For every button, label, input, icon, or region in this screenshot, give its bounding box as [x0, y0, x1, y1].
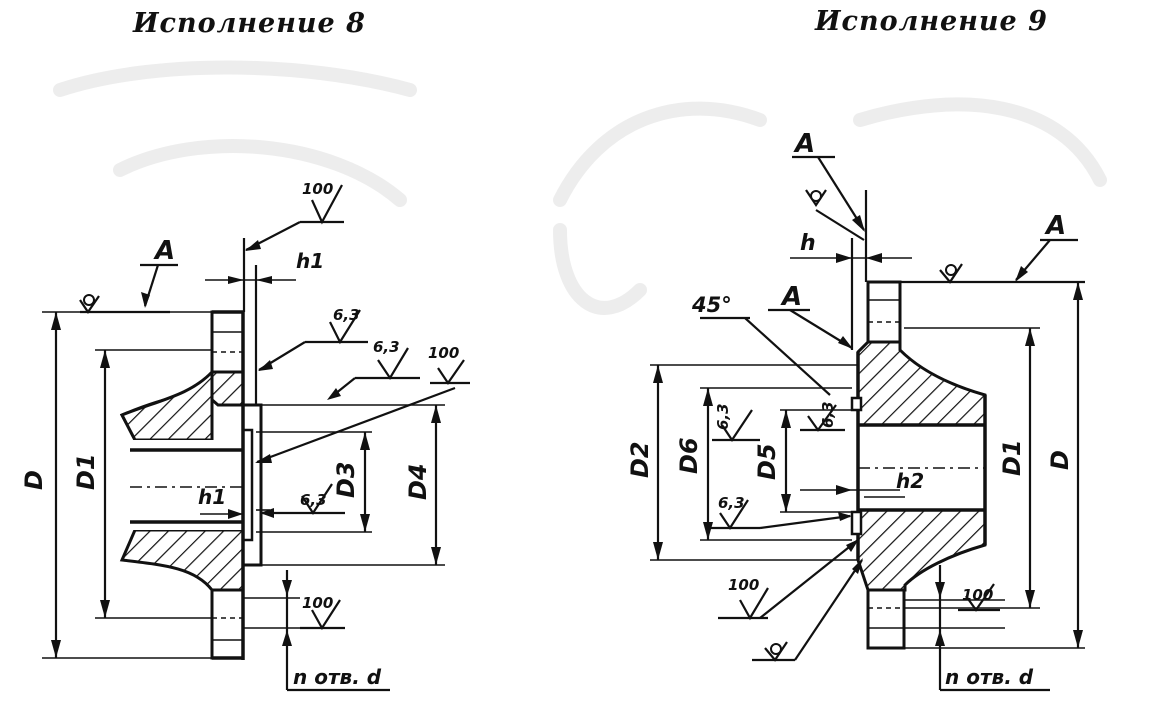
background-bleed [53, 60, 1107, 315]
v9-dim-d2: D2 [626, 441, 654, 478]
v9-bolt-hole-top [866, 280, 902, 344]
v8-datum-a: A [153, 236, 175, 266]
v9-datum-a-right: A [1044, 211, 1066, 241]
variant-9-labels: A h A 45° A 6,3 6,3 D2 D6 D5 h2 6,3 D1 D… [626, 129, 1074, 689]
v9-roughness-63-c: 6,3 [718, 494, 745, 512]
variant-8-drawing [42, 184, 470, 692]
variant-9-title: Исполнение 9 [815, 6, 1048, 37]
v9-datum-a-mid: A [780, 282, 802, 312]
v8-roughness-63-b: 6,3 [373, 338, 400, 356]
variant-9-drawing [650, 155, 1085, 692]
v9-holes-note: n отв. d [945, 665, 1034, 689]
v8-h1-top: h1 [296, 249, 324, 273]
v8-dim-d3: D3 [332, 461, 360, 498]
v9-bolt-hole-bottom [866, 588, 906, 650]
v8-roughness-100-top: 100 [302, 180, 333, 198]
v8-dim-d4: D4 [404, 463, 432, 500]
v9-dim-h2: h2 [896, 469, 924, 493]
v9-dim-d5: D5 [753, 443, 781, 480]
v9-roughness-63-a: 6,3 [714, 403, 732, 430]
v8-hub-upper [119, 368, 214, 442]
v8-bolt-hole-bottom [210, 588, 245, 660]
variant-8-title: Исполнение 8 [133, 8, 366, 39]
v8-roughness-100-right: 100 [428, 344, 459, 362]
v8-bore [130, 440, 243, 530]
v8-bolt-hole-top [210, 310, 245, 374]
v8-holes-note: n отв. d [293, 665, 382, 689]
v8-h1-mid: h1 [198, 485, 226, 509]
v8-dim-d1: D1 [72, 453, 100, 490]
v8-roughness-63-c: 6,3 [300, 491, 327, 509]
v9-chamfer-45: 45° [691, 293, 732, 317]
v9-dim-d1: D1 [998, 439, 1026, 476]
v8-roughness-100-bottom: 100 [302, 594, 333, 612]
variant-8-labels: 100 h1 A 6,3 6,3 100 D D1 D3 D4 h1 6,3 1… [20, 180, 459, 689]
v9-roughness-100-left: 100 [728, 576, 759, 594]
v9-flange-section-lower [856, 508, 987, 592]
v9-dim-h: h [800, 231, 816, 256]
v9-dim-d6: D6 [675, 437, 703, 474]
v9-dim-d: D [1046, 450, 1074, 470]
v9-roughness-100-right: 100 [962, 586, 993, 604]
v8-dim-d: D [20, 470, 48, 490]
v9-roughness-63-b: 6,3 [819, 401, 837, 428]
v8-roughness-63-a: 6,3 [333, 306, 360, 324]
v9-datum-a-top: A [793, 129, 815, 159]
